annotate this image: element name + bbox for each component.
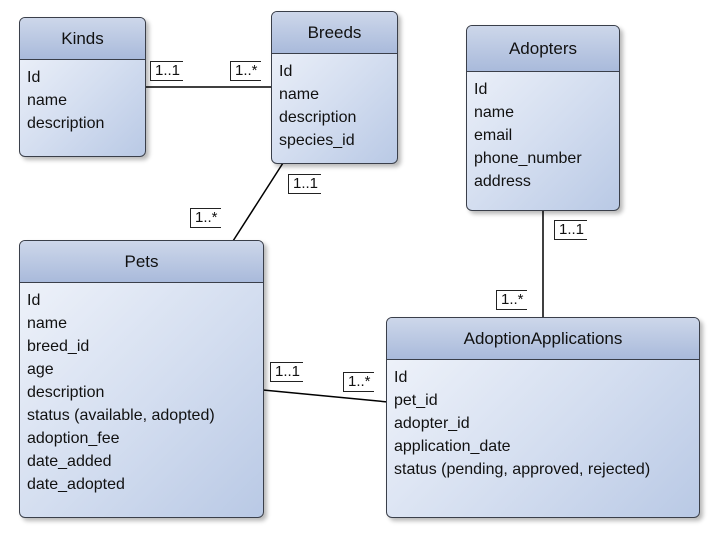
attribute: pet_id [394,392,438,409]
entity-pets-attributes: Id name breed_id age description status … [20,283,263,496]
entity-adopters-attributes: Id name email phone_number address [467,72,619,193]
entity-adoption-applications[interactable]: AdoptionApplications Id pet_id adopter_i… [386,317,700,518]
entity-breeds-attributes: Id name description species_id [272,54,397,152]
entity-kinds-title: Kinds [61,29,104,48]
attribute: email [474,127,513,144]
entity-adopters-title: Adopters [508,39,578,58]
entity-kinds-attributes: Id name description [20,60,145,135]
attribute: adopter_id [394,415,470,432]
entity-pets[interactable]: Pets Id name breed_id age description st… [19,240,264,518]
multiplicity-pets-applications-from: 1..1 [270,362,304,382]
attribute: name [27,315,68,332]
multiplicity-kinds-breeds-from: 1..1 [150,61,184,81]
entity-adoption-applications-header: AdoptionApplications [387,318,699,360]
attribute: name [279,86,320,103]
attribute: date_added [27,453,112,470]
multiplicity-breeds-pets-to: 1..* [190,208,221,228]
entity-adopters-header: Adopters [467,26,619,72]
attribute: Id [394,369,408,386]
entity-adopters[interactable]: Adopters Id name email phone_number addr… [466,25,620,211]
entity-breeds-header: Breeds [272,12,397,54]
attribute: description [27,115,105,132]
multiplicity-adopters-applications-to: 1..* [496,290,527,310]
line-pets-applications [262,389,389,403]
entity-breeds[interactable]: Breeds Id name description species_id [271,11,398,164]
entity-adoption-applications-attributes: Id pet_id adopter_id application_date st… [387,360,699,481]
entity-adoption-applications-title: AdoptionApplications [463,329,623,348]
attribute: age [27,361,54,378]
entity-pets-header: Pets [20,241,263,283]
attribute: adoption_fee [27,430,120,447]
line-breeds-pets [232,162,284,242]
attribute: description [279,109,357,126]
attribute: status (pending, approved, rejected) [394,461,651,478]
attribute: address [474,173,531,190]
attribute: Id [474,81,488,98]
attribute: name [27,92,68,109]
attribute: phone_number [474,150,582,167]
attribute: date_adopted [27,476,125,493]
entity-kinds[interactable]: Kinds Id name description [19,17,146,157]
attribute: species_id [279,132,355,149]
attribute: Id [279,63,293,80]
attribute: description [27,384,105,401]
attribute: Id [27,69,41,86]
multiplicity-kinds-breeds-to: 1..* [230,61,261,81]
multiplicity-adopters-applications-from: 1..1 [554,220,588,240]
attribute: status (available, adopted) [27,407,215,424]
multiplicity-breeds-pets-from: 1..1 [288,174,322,194]
attribute: Id [27,292,41,309]
entity-kinds-header: Kinds [20,18,145,60]
attribute: application_date [394,438,511,455]
attribute: name [474,104,515,121]
entity-pets-title: Pets [124,252,159,271]
multiplicity-pets-applications-to: 1..* [343,372,374,392]
attribute: breed_id [27,338,90,355]
entity-breeds-title: Breeds [307,23,362,42]
